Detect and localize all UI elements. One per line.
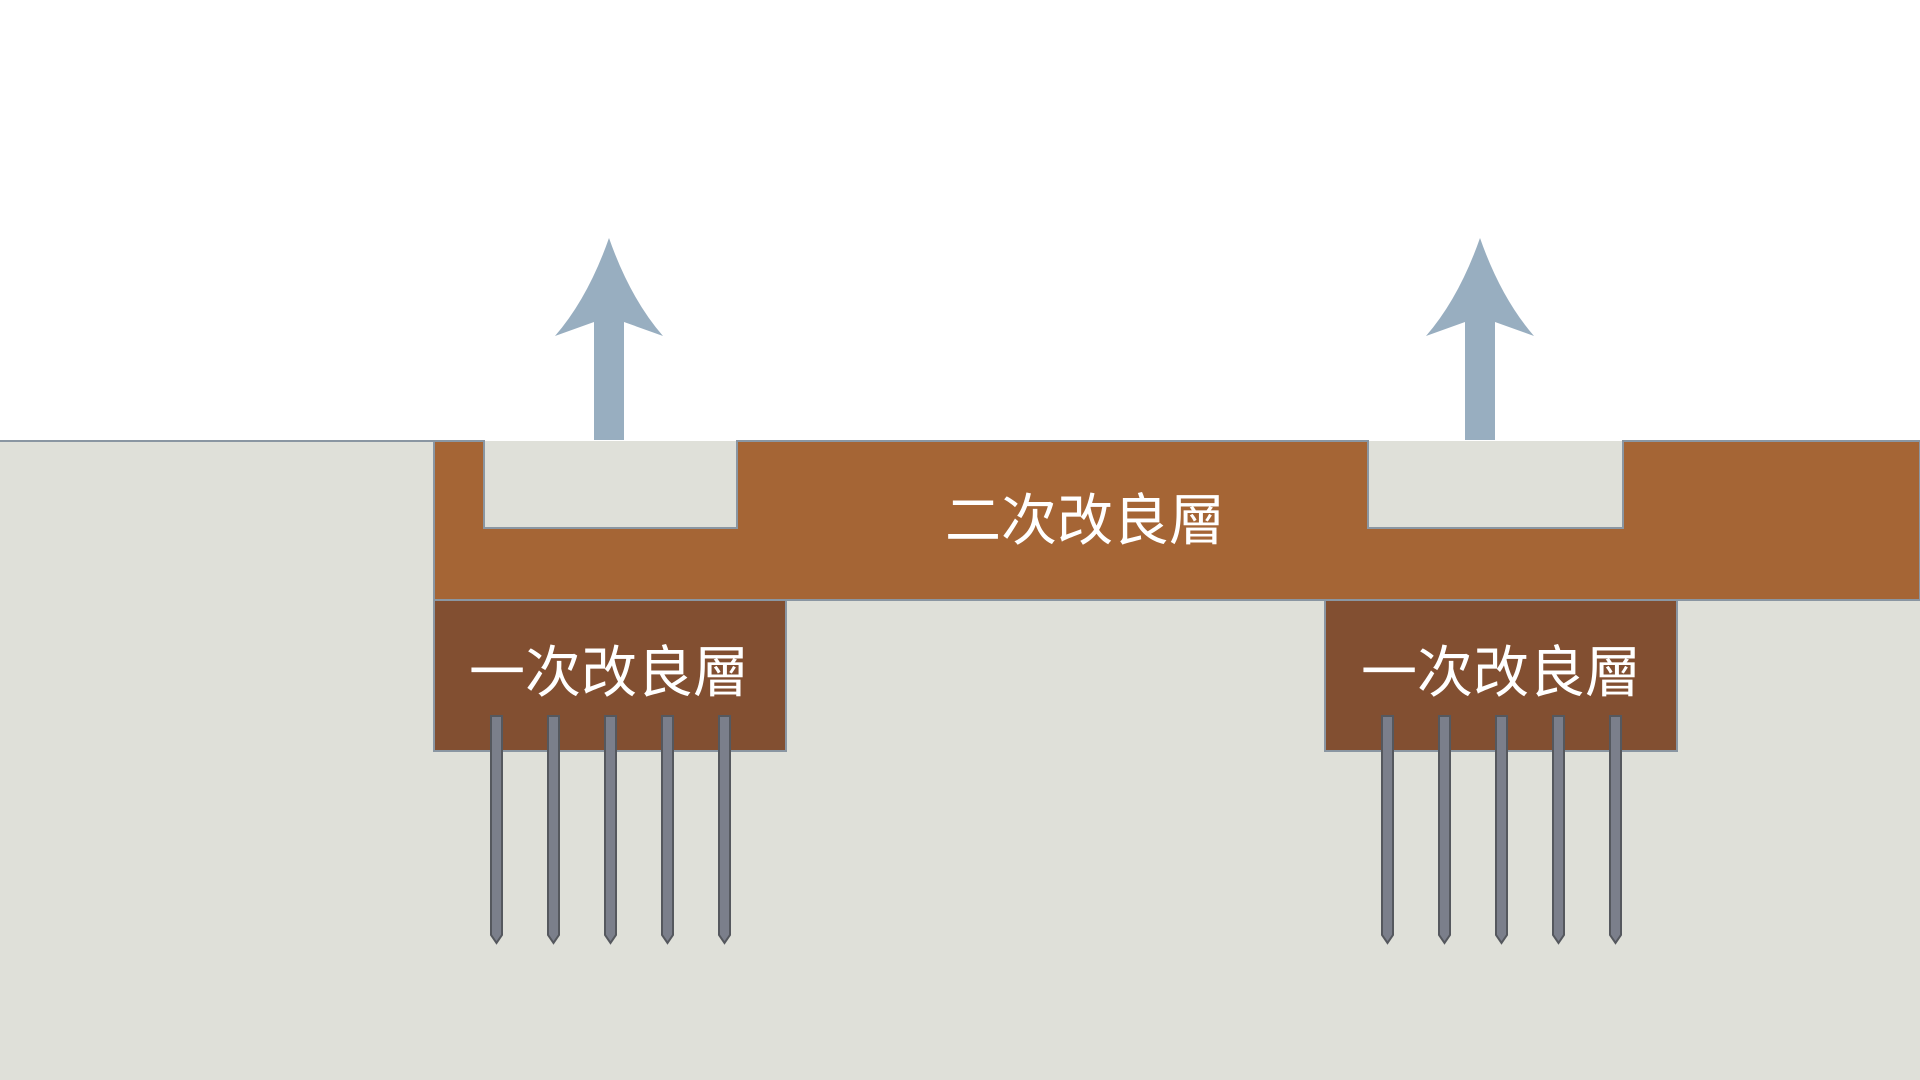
up-arrow-icon xyxy=(555,238,663,440)
pile-icon xyxy=(490,715,503,945)
primary-layer-left-label: 一次改良層 xyxy=(469,641,749,706)
pile-icon xyxy=(1438,715,1451,945)
pile-icon xyxy=(1552,715,1565,945)
pile-icon xyxy=(547,715,560,945)
pile-icon xyxy=(661,715,674,945)
pile-icon xyxy=(1495,715,1508,945)
pile-group-left xyxy=(490,715,731,945)
pile-icon xyxy=(604,715,617,945)
pile-icon xyxy=(1381,715,1394,945)
primary-layer-right-label: 一次改良層 xyxy=(1361,641,1641,706)
pile-icon xyxy=(718,715,731,945)
pile-icon xyxy=(1609,715,1622,945)
pile-group-right xyxy=(1381,715,1622,945)
up-arrow-icon xyxy=(1426,238,1534,440)
secondary-layer xyxy=(433,440,1920,601)
secondary-layer-label: 二次改良層 xyxy=(945,489,1225,554)
